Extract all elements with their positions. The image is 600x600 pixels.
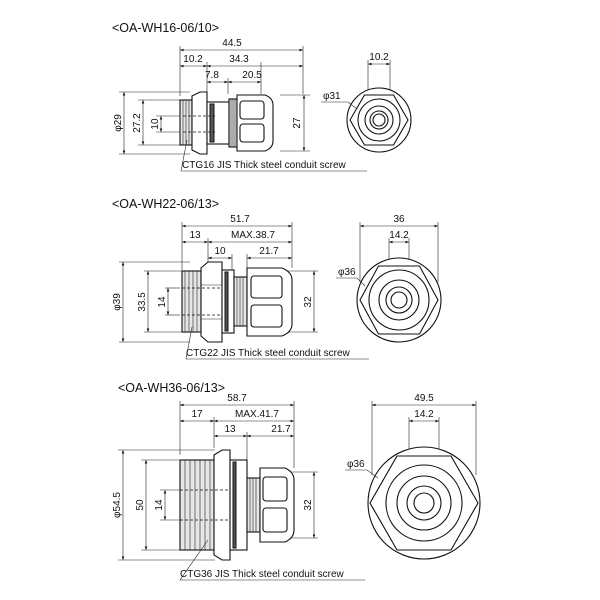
dim-overall-length: 51.7 [230,214,250,225]
model-title: <OA-WH22-06/13> [112,197,219,211]
side-view: 51.7 13 MAX.38.7 10 21.7 φ39 33.5 14 32 … [112,214,369,360]
dim-across-corners: 36 [393,214,405,225]
dim-hex-length: 10 [214,246,226,257]
side-view: 44.5 10.2 34.3 7.8 20.5 φ29 27.2 10 27 C… [113,38,367,172]
model-title: <OA-WH36-06/13> [118,381,225,395]
dim-hex-length: 7.8 [205,70,219,81]
dim-thread-diameter: 33.5 [137,292,148,312]
dim-overall-length: 58.7 [227,393,247,404]
dim-thread-length: 13 [189,230,201,241]
dim-outer-diameter: φ39 [112,293,123,311]
model-oa-wh36: <OA-WH36-06/13> [112,381,481,581]
dim-thread-diameter: 50 [135,499,146,511]
dim-thread-diameter: 27.2 [132,113,143,133]
side-view: 58.7 17 MAX.41.7 13 21.7 φ54.5 50 14 32 … [112,393,365,581]
dim-thread-length: 10.2 [183,54,203,65]
dim-bore: 14 [157,296,168,308]
dim-hex-flat: 14.2 [389,230,409,241]
dim-front-diameter: φ36 [338,267,356,278]
dim-overall-length: 44.5 [222,38,242,49]
dim-cap-length: 21.7 [271,424,291,435]
dim-bore: 10 [150,118,161,130]
dim-body-length: MAX.38.7 [231,230,275,241]
model-title: <OA-WH16-06/10> [112,21,219,35]
dim-across-corners: 49.5 [414,393,434,404]
dim-hex-flat: 10.2 [369,52,389,63]
dim-body-length: 34.3 [229,54,249,65]
front-view: 36 14.2 φ36 [336,214,442,343]
dim-cap-diameter: 32 [303,499,314,511]
dim-thread-length: 17 [191,409,203,420]
thread-note: CTG36 JIS Thick steel conduit screw [180,569,345,580]
dim-outer-diameter: φ54.5 [112,492,123,518]
dim-cap-length: 20.5 [242,70,262,81]
front-view: 49.5 14.2 φ36 [345,393,481,560]
dim-outer-diameter: φ29 [113,114,124,132]
thread-note: CTG16 JIS Thick steel conduit screw [182,160,347,171]
dim-hex-flat: 14.2 [414,409,434,420]
dim-cap-diameter: 32 [303,296,314,308]
front-view: 10.2 φ31 [321,52,412,153]
dim-front-diameter: φ36 [347,459,365,470]
dim-front-diameter: φ31 [323,91,341,102]
model-oa-wh22: <OA-WH22-06/13> [112,197,442,360]
dim-hex-length: 13 [224,424,236,435]
thread-note: CTG22 JIS Thick steel conduit screw [186,348,351,359]
model-oa-wh16: <OA-WH16-06/10> [112,21,412,172]
dim-bore: 14 [154,499,165,511]
dim-cap-diameter: 27 [292,117,303,129]
dim-body-length: MAX.41.7 [235,409,279,420]
dim-cap-length: 21.7 [259,246,279,257]
